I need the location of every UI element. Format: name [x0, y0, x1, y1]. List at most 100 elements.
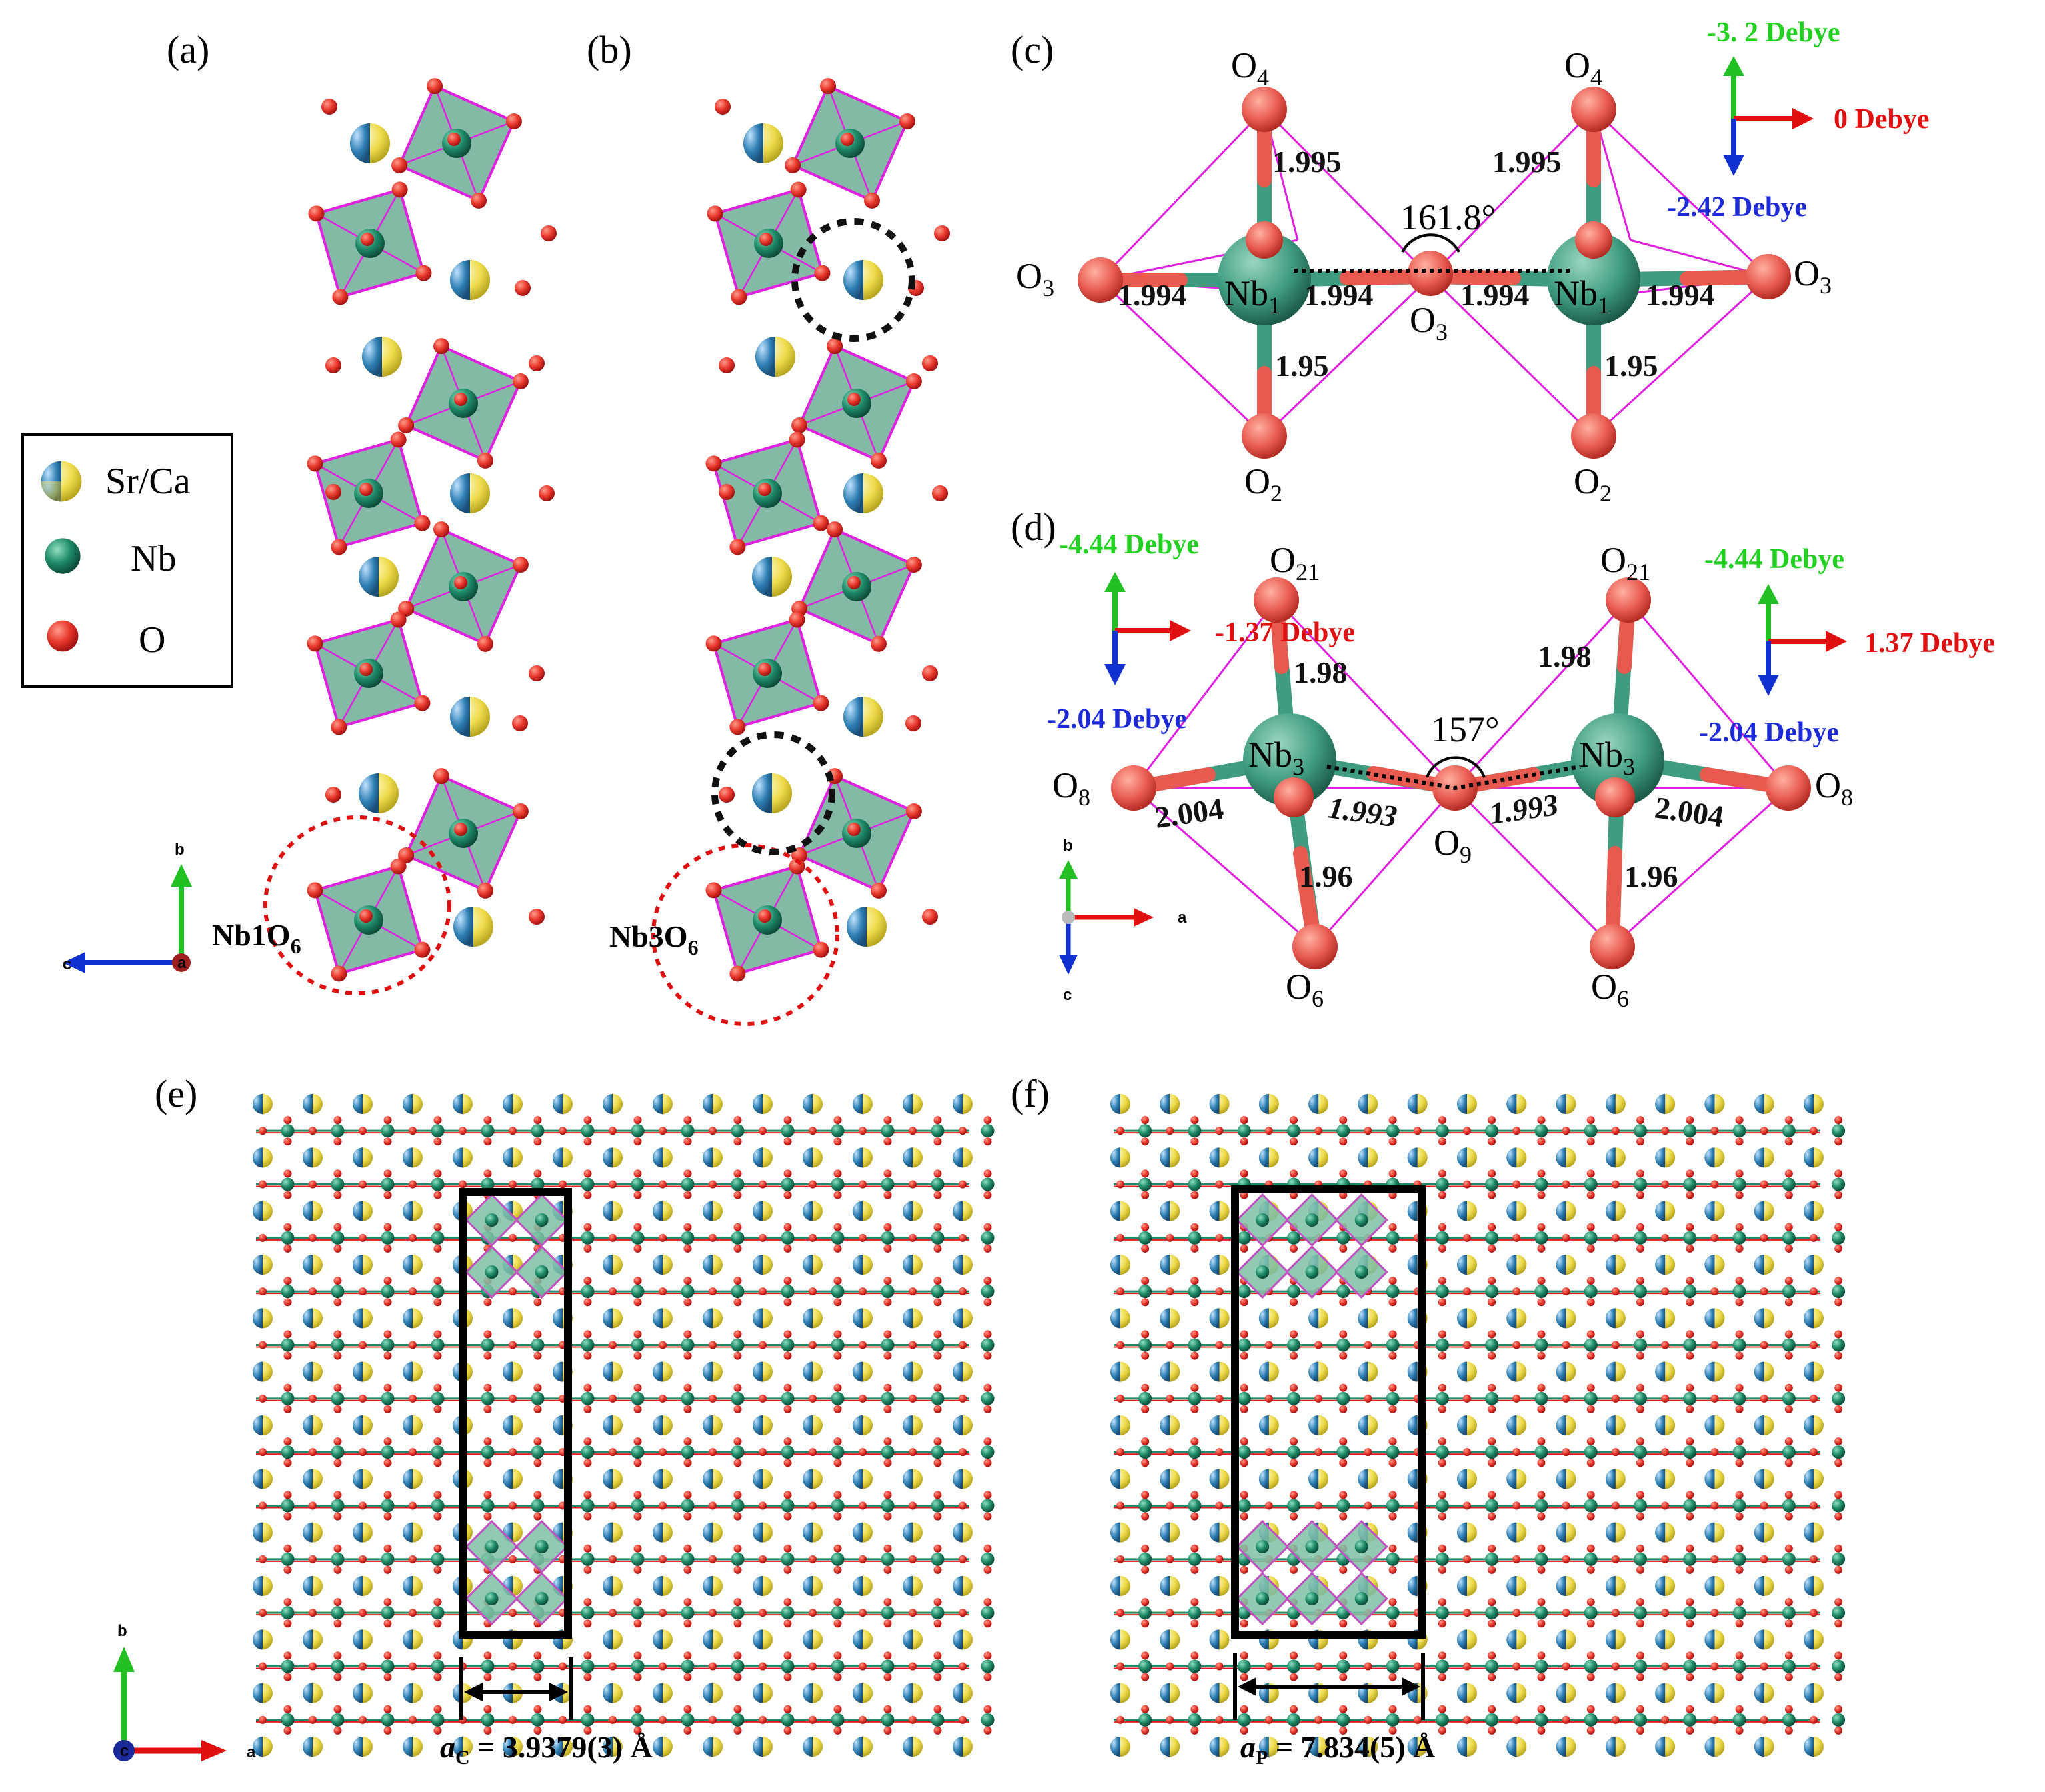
oxygen-atom — [729, 539, 746, 555]
oxygen-atom — [1586, 1277, 1595, 1285]
oxygen-atom — [633, 1619, 642, 1628]
oxygen-atom — [583, 1277, 592, 1285]
axis-label-a: a — [177, 954, 187, 972]
niobium-atom — [281, 1445, 295, 1459]
sr-ca-atom — [1754, 1201, 1774, 1221]
sr-ca-atom — [403, 1094, 423, 1114]
oxygen-atom — [683, 1191, 692, 1199]
oxygen-atom — [383, 1137, 392, 1146]
oxygen-atom — [933, 1298, 942, 1307]
niobium-atom — [381, 1659, 395, 1673]
oxygen-atom — [1438, 1169, 1446, 1178]
niobium-atom — [1287, 1445, 1300, 1459]
oxygen-atom — [1735, 1544, 1744, 1553]
oxygen-atom — [509, 1555, 517, 1563]
oxygen-atom — [1784, 1330, 1793, 1339]
sr-ca-atom — [703, 1415, 723, 1435]
sr-ca-atom — [903, 1255, 923, 1275]
oxygen-atom — [1488, 1244, 1496, 1253]
sr-ca-atom — [1605, 1415, 1626, 1435]
oxygen-atom — [529, 665, 545, 681]
niobium-atom — [781, 1231, 795, 1245]
oxygen-atom — [1562, 1501, 1570, 1510]
oxygen-atom — [1834, 1705, 1843, 1713]
oxygen-atom — [1661, 1555, 1670, 1563]
oxygen-atom — [1141, 1405, 1150, 1413]
sr-ca-atom — [703, 1094, 723, 1114]
nb1o6-highlight-circle — [263, 815, 451, 995]
oxygen-atom — [1290, 1116, 1298, 1125]
niobium-atom — [481, 1445, 495, 1459]
oxygen-atom — [509, 1609, 517, 1617]
sr-ca-atom — [1556, 1576, 1576, 1596]
oxygen-atom — [259, 1662, 267, 1671]
niobium-atom — [1782, 1338, 1796, 1352]
oxygen-atom — [483, 1137, 492, 1146]
oxygen-atom — [959, 1501, 967, 1510]
oxygen-atom — [1834, 1298, 1843, 1307]
oxygen-atom — [813, 941, 829, 958]
oxygen-atom — [433, 521, 450, 538]
niobium-atom — [381, 1713, 395, 1727]
niobium-atom — [1732, 1606, 1746, 1620]
niobium-atom — [1534, 1445, 1548, 1459]
oxygen-atom — [909, 1715, 917, 1724]
oxygen-atom — [933, 1191, 942, 1199]
sr-ca-atom — [653, 1629, 673, 1650]
oxygen-atom — [509, 1341, 517, 1349]
oxygen-atom — [1686, 1726, 1694, 1735]
sr-ca-atom — [953, 1576, 973, 1596]
oxygen-atom — [833, 1437, 842, 1446]
oxygen-atom — [383, 1244, 392, 1253]
oxygen-atom — [1116, 1501, 1124, 1510]
oxygen-atom — [333, 1277, 342, 1285]
oxygen-atom — [909, 1662, 917, 1671]
niobium-atom — [1336, 1713, 1350, 1727]
sr-ca-atom — [1160, 1683, 1180, 1703]
nbo6-octahedron — [791, 768, 922, 899]
dipole-d-left-blue: -2.04 Debye — [1047, 704, 1187, 735]
oxygen-atom — [758, 663, 771, 676]
sr-ca-atom — [1160, 1737, 1180, 1757]
oxygen-atom — [983, 1673, 992, 1681]
nbo6-octahedron — [705, 611, 829, 735]
oxygen-atom — [1438, 1705, 1446, 1713]
sr-ca-atom — [353, 1094, 373, 1114]
lattice-projection-f — [1110, 1094, 1846, 1757]
sr-ca-atom — [1754, 1147, 1774, 1168]
oxygen-atom — [659, 1394, 667, 1403]
oxygen-atom — [1686, 1673, 1694, 1681]
sr-ca-atom — [953, 1737, 973, 1757]
oxygen-atom — [783, 1137, 792, 1146]
niobium-atom — [781, 1659, 795, 1673]
dipole-d-right-blue: -2.04 Debye — [1699, 717, 1839, 748]
sr-ca-atom — [1160, 1308, 1180, 1329]
oxygen-atom — [512, 715, 528, 731]
oxygen-atom — [709, 1501, 717, 1510]
oxygen-atom — [1784, 1619, 1793, 1628]
sr-ca-atom — [1110, 1737, 1130, 1757]
oxygen-atom — [1537, 1223, 1546, 1231]
oxygen-atom — [1834, 1673, 1843, 1681]
oxygen-atom — [1537, 1619, 1546, 1628]
oxygen-atom — [409, 1715, 417, 1724]
sr-ca-atom — [403, 1255, 423, 1275]
oxygen-atom — [983, 1330, 992, 1339]
oxygen-atom — [841, 133, 854, 146]
oxygen-atom — [933, 1491, 942, 1499]
oxygen-atom — [983, 1491, 992, 1499]
niobium-atom — [681, 1499, 695, 1513]
oxygen-atom — [1586, 1459, 1595, 1467]
niobium-atom — [781, 1285, 795, 1299]
oxygen-atom — [1586, 1544, 1595, 1553]
oxygen-atom — [1438, 1383, 1446, 1392]
oxygen-atom — [1141, 1277, 1150, 1285]
niobium-atom — [1138, 1445, 1152, 1459]
sr-ca-atom — [303, 1094, 323, 1114]
sr-ca-atom — [1754, 1094, 1774, 1115]
oxygen-atom — [1810, 1555, 1818, 1563]
oxygen-atom — [1636, 1244, 1644, 1253]
oxygen-atom — [1636, 1512, 1644, 1521]
sr-ca-atom — [753, 1737, 773, 1757]
oxygen-atom — [1636, 1330, 1644, 1339]
